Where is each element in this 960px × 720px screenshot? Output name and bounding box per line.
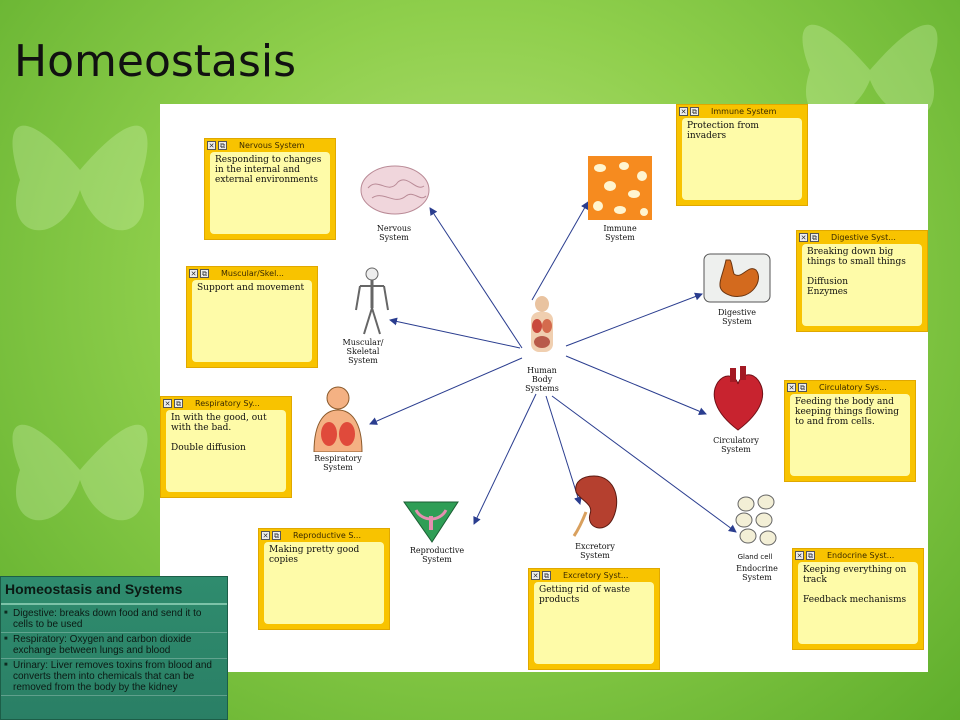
system-label-digestive[interactable]: Digestive System [718,308,756,326]
note-title: Digestive Syst... [831,232,896,242]
system-label-reproductive[interactable]: Reproductive System [409,546,465,564]
restore-icon[interactable]: ⧉ [272,530,281,540]
edge-endocrine [551,395,737,533]
note-text[interactable]: Responding to changes in the internal an… [210,152,330,234]
reproductive-icon [403,501,459,543]
close-icon[interactable]: ✕ [787,382,796,392]
restore-icon[interactable]: ⧉ [798,382,807,392]
summary-item: Respiratory: Oxygen and carbon dioxide e… [1,633,227,659]
center-label[interactable]: Human Body Systems [525,366,559,393]
note-text[interactable]: Protection from invaders [682,118,802,200]
butterfly-decoration-icon [802,24,938,117]
note-title: Immune System [711,106,777,116]
note-immune[interactable]: ✕⧉ Immune System Protection from invaders [676,104,808,206]
system-label-nervous[interactable]: Nervous System [376,224,412,242]
close-icon[interactable]: ✕ [163,398,172,408]
system-label-respiratory[interactable]: Respiratory System [314,454,362,472]
system-label-excretory[interactable]: Excretory System [575,542,615,560]
edge-digestive [565,292,703,347]
concept-map-edges [369,201,737,533]
edge-muscular [389,317,521,349]
gland-cell-label: Gland cell [737,553,773,561]
system-label-muscular[interactable]: Muscular/ Skeletal System [342,338,384,365]
restore-icon[interactable]: ⧉ [200,268,209,278]
edge-excretory [545,395,582,505]
slide-title: Homeostasis [14,36,297,87]
note-text[interactable]: Breaking down big things to small things… [802,244,922,326]
lungs-icon [313,386,363,452]
close-icon[interactable]: ✕ [261,530,270,540]
note-text[interactable]: Support and movement [192,280,312,362]
close-icon[interactable]: ✕ [799,232,808,242]
note-title: Respiratory Sy... [195,398,260,408]
butterfly-decoration-icon [12,424,148,521]
restore-icon[interactable]: ⧉ [174,398,183,408]
note-nervous[interactable]: ✕⧉ Nervous System Responding to changes i… [204,138,336,240]
note-text[interactable]: Making pretty good copies [264,542,384,624]
note-muscular[interactable]: ✕⧉ Muscular/Skel... Support and movement [186,266,318,368]
note-text[interactable]: In with the good, out with the bad. Doub… [166,410,286,492]
note-circulatory[interactable]: ✕⧉ Circulatory Sys... Feeding the body an… [784,380,916,482]
system-label-circulatory[interactable]: Circulatory System [713,436,759,454]
summary-divider [1,603,227,605]
edge-immune [531,201,589,301]
note-title: Circulatory Sys... [819,382,887,392]
immune-cells-icon [588,156,652,220]
restore-icon[interactable]: ⧉ [810,232,819,242]
edge-circulatory [565,355,707,416]
system-label-endocrine[interactable]: Endocrine System [736,564,778,582]
note-title: Endocrine Syst... [827,550,895,560]
note-title: Reproductive S... [293,530,362,540]
summary-panel: Homeostasis and Systems Digestive: break… [0,576,228,720]
edge-reproductive [473,393,537,525]
note-text[interactable]: Feeding the body and keeping things flow… [790,394,910,476]
close-icon[interactable]: ✕ [679,106,688,116]
summary-item: Digestive: breaks down food and send it … [1,607,227,633]
note-text[interactable]: Keeping everything on track Feedback mec… [798,562,918,644]
edge-nervous [429,207,523,349]
note-digestive[interactable]: ✕⧉ Digestive Syst... Breaking down big th… [796,230,928,332]
restore-icon[interactable]: ⧉ [218,140,227,150]
note-respiratory[interactable]: ✕⧉ Respiratory Sy... In with the good, ou… [160,396,292,498]
note-title: Muscular/Skel... [221,268,284,278]
note-text[interactable]: Getting rid of waste products [534,582,654,664]
heart-icon [713,366,764,431]
system-label-immune[interactable]: Immune System [603,224,637,242]
stomach-icon [703,253,771,303]
gland-cell-icon [735,494,777,546]
close-icon[interactable]: ✕ [207,140,216,150]
brain-icon [360,165,430,215]
restore-icon[interactable]: ⧉ [690,106,699,116]
note-reproductive[interactable]: ✕⧉ Reproductive S... Making pretty good c… [258,528,390,630]
close-icon[interactable]: ✕ [795,550,804,560]
summary-item: Urinary: Liver removes toxins from blood… [1,659,227,696]
skeleton-icon [355,267,389,335]
concept-map-canvas: Human Body Systems Nervous System Immune… [160,104,928,672]
note-title: Nervous System [239,140,305,150]
summary-title: Homeostasis and Systems [5,581,183,597]
note-excretory[interactable]: ✕⧉ Excretory Syst... Getting rid of waste… [528,568,660,670]
note-title: Excretory Syst... [563,570,629,580]
close-icon[interactable]: ✕ [531,570,540,580]
kidney-icon [572,475,618,537]
butterfly-decoration-icon [12,125,148,231]
human-body-icon [531,296,553,352]
restore-icon[interactable]: ⧉ [542,570,551,580]
note-endocrine[interactable]: ✕⧉ Endocrine Syst... Keeping everything o… [792,548,924,650]
edge-respiratory [369,357,523,425]
restore-icon[interactable]: ⧉ [806,550,815,560]
close-icon[interactable]: ✕ [189,268,198,278]
